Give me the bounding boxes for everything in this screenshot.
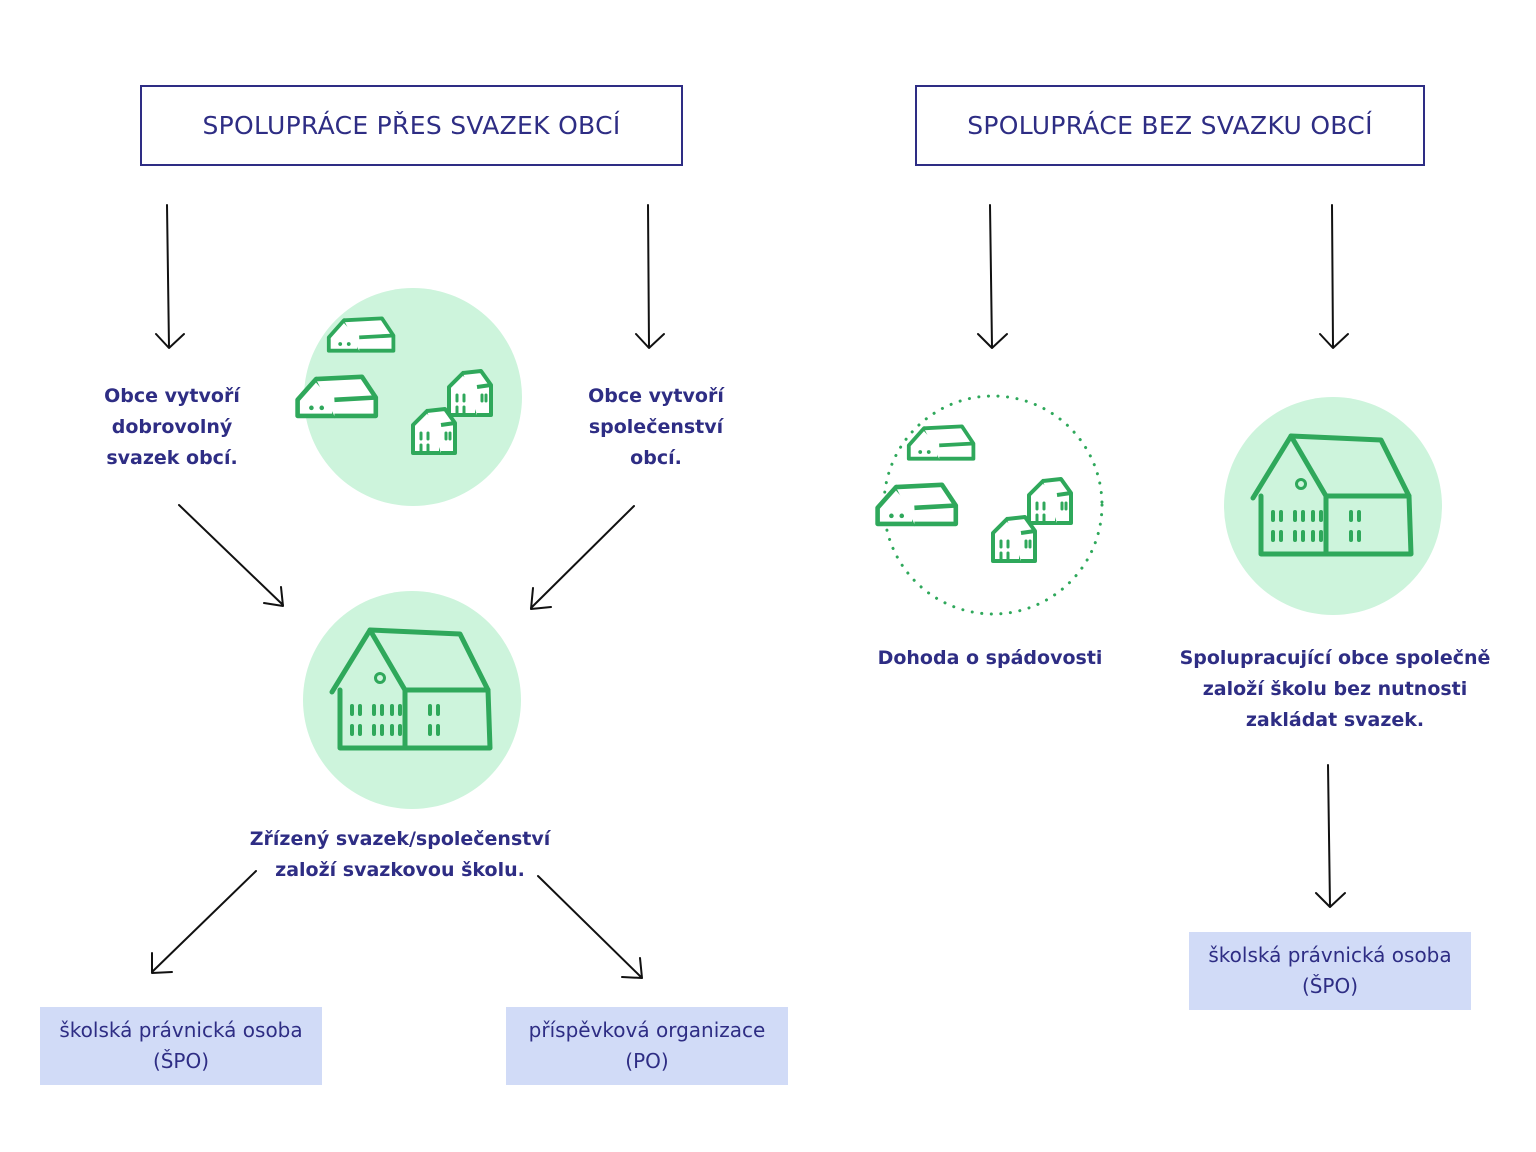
left-option-b-label: Obce vytvoří společenství obcí. — [588, 385, 724, 469]
arrow-left-a — [155, 204, 185, 349]
arrow-diag-4 — [537, 875, 643, 979]
right-option-a-label: Dohoda o spádovosti — [877, 647, 1103, 669]
left-result-po: příspěvková organizace (PO) — [506, 1007, 788, 1085]
right-title: SPOLUPRÁCE BEZ SVAZKU OBCÍ — [915, 85, 1425, 166]
left-title: SPOLUPRÁCE PŘES SVAZEK OBCÍ — [140, 85, 683, 166]
arrow-right-c — [1315, 764, 1346, 908]
arrow-right-b — [1319, 204, 1349, 349]
arrow-left-b — [635, 204, 665, 349]
school-building-icon — [303, 591, 521, 809]
villages-icon — [878, 394, 1104, 616]
arrow-diag-1 — [178, 504, 284, 607]
school-building-icon — [1224, 397, 1442, 615]
left-middle-label: Zřízený svazek/společenství založí svazk… — [249, 828, 551, 881]
left-result-spo: školská právnická osoba (ŠPO) — [40, 1007, 322, 1085]
villages-icon — [298, 288, 522, 506]
right-result-spo: školská právnická osoba (ŠPO) — [1189, 932, 1471, 1010]
left-option-a-label: Obce vytvoří dobrovolný svazek obcí. — [104, 385, 240, 469]
arrow-right-a — [977, 204, 1008, 349]
arrow-diag-2 — [530, 505, 635, 610]
right-option-b-label: Spolupracující obce společně založí škol… — [1179, 647, 1491, 731]
arrow-diag-3 — [151, 870, 257, 974]
